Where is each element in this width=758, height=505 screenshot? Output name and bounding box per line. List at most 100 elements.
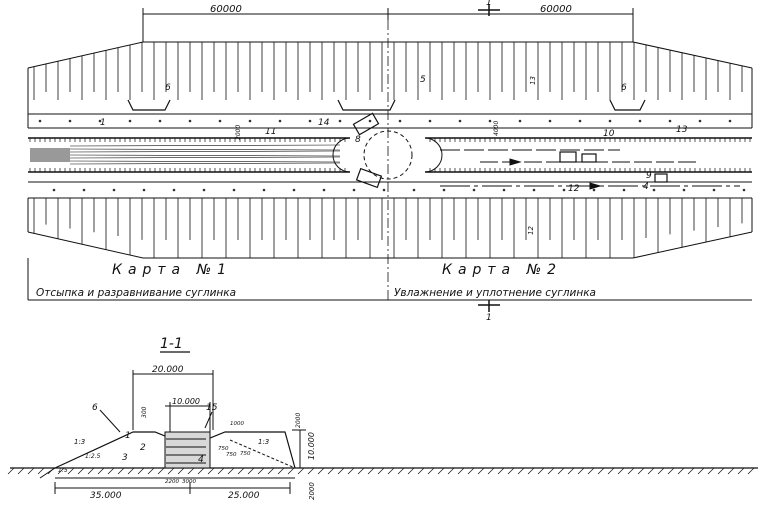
ground-hatch-line [437,467,445,475]
ground-hatch-line [367,467,375,475]
ground-hatch-line [207,467,215,475]
ground-hatch-line [717,467,725,475]
ground-hatch-line [67,467,75,475]
ground-hatch-line [707,467,715,475]
stipple-mark [428,119,432,123]
ground-hatch-line [497,467,505,475]
stipple-mark [308,119,312,123]
ground-hatch-line [37,467,45,475]
ground-hatch-line [357,467,365,475]
stipple-mark [742,188,746,192]
dim-left: 60000 [210,4,242,15]
ground-hatch-line [177,467,185,475]
note-4000: 4000 [493,121,500,136]
section-height: 10.000 [307,432,316,460]
stipple-mark [82,188,86,192]
ground-hatch-line [57,467,65,475]
small-dim-750a: 750 [218,446,229,452]
ground-hatch-line [237,467,245,475]
ground-hatch-line [627,467,635,475]
ground-hatch-line [267,467,275,475]
ground-hatch-line [427,467,435,475]
ground-hatch-line [587,467,595,475]
stipple-mark [172,188,176,192]
stipple-mark [128,119,132,123]
ground-hatch-line [137,467,145,475]
ground-hatch-line [607,467,615,475]
stipple-mark [218,119,222,123]
ground-hatch-line [537,467,545,475]
stipple-mark [608,119,612,123]
ground-hatch-line [557,467,565,475]
leader-15 [204,411,213,429]
stipple-mark [712,188,716,192]
note-12-vertical: 12 [527,226,535,235]
ground-hatch-line [527,467,535,475]
section-title: 1-1 [160,336,183,352]
ground-hatch-line [127,467,135,475]
section-callout-4: 4 [198,455,204,465]
section-labels: 1-1 20.000 10.000 35.000 25.000 10.000 2… [58,336,316,501]
stipple-mark [262,188,266,192]
map1-caption: Отсыпка и разравнивание суглинка [36,287,236,299]
ground-hatch-line [167,467,175,475]
ground-hatch-line [397,467,405,475]
stipple-mark [338,119,342,123]
ground-hatch-line [347,467,355,475]
callout-14: 14 [318,118,330,128]
ground-hatch-line [7,467,15,475]
stipple-mark [398,119,402,123]
section-d2000: 2000 [295,413,302,428]
callout-6-left: 6 [165,83,171,93]
stipple-mark [458,119,462,123]
scribble-line [69,156,341,159]
right-slope-inner [229,439,296,469]
stipple-mark [142,188,146,192]
ground-hatch-line [407,467,415,475]
ground-hatch-line [77,467,85,475]
ground-hatch-line [677,467,685,475]
scribble-line [69,154,341,157]
stipple-mark [518,119,522,123]
stipple-mark [622,188,626,192]
small-dim-1000: 1000 [230,421,244,427]
ground-hatch-line [157,467,165,475]
vehicle-8 [352,112,380,136]
ground-hatch-line [327,467,335,475]
vehicle-9 [654,173,668,183]
plan-view [27,4,753,312]
section-right-base: 25.000 [228,491,260,501]
stipple-mark [68,119,72,123]
small-dim-2200: 2200 [165,479,179,485]
ground-hatch-line [647,467,655,475]
ground-hatch-line [747,467,755,475]
stipple-mark [278,119,282,123]
stipple-mark [578,119,582,123]
stipple-mark [668,119,672,123]
callout-9: 9 [646,171,652,181]
stipple-mark [232,188,236,192]
stipple-mark [638,119,642,123]
ground-hatch-line [447,467,455,475]
ground-hatch-line [477,467,485,475]
callout-6-right: 6 [621,83,627,93]
ground-hatch-line [567,467,575,475]
stipple-mark [292,188,296,192]
section-callout-15: 15 [206,403,218,413]
spoil-pile-left [30,148,70,162]
stipple-mark [442,188,446,192]
ground-hatch-line [727,467,735,475]
ground-hatch-line [227,467,235,475]
section-callout-2: 2 [140,443,146,453]
section-bottom-dim: 2000 [308,482,316,500]
ground-hatch-line [47,467,55,475]
stipple-mark [682,188,686,192]
core-zigzag [166,438,206,464]
turn-loop-right [424,137,443,173]
ground-hatch-line [27,467,35,475]
section-inner-width: 10.000 [172,397,200,406]
small-dim-750b: 750 [226,452,237,458]
stipple-mark [562,188,566,192]
ground-hatch-line [637,467,645,475]
